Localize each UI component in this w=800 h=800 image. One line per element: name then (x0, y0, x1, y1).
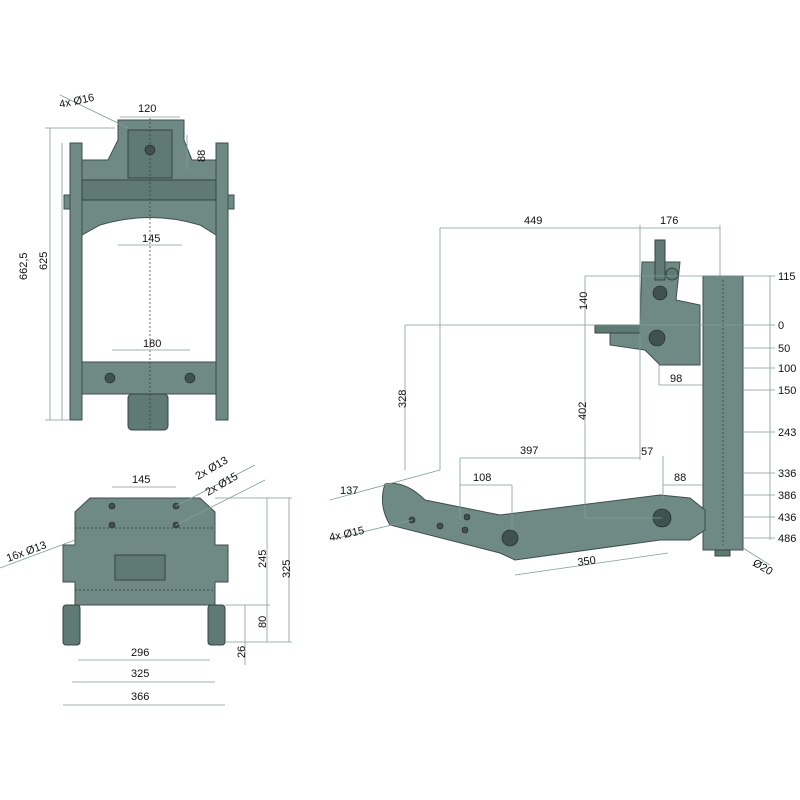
label-total-height: 662,5 (18, 252, 30, 280)
label-tip-height: 137 (340, 485, 358, 497)
center-hitch (114, 554, 166, 581)
scale-label: 243 (778, 427, 796, 439)
scale-label: 486 (778, 533, 796, 545)
label-reach: 449 (524, 215, 542, 227)
scale-label: 150 (778, 385, 796, 397)
left-post (69, 142, 83, 421)
bottom-view: 145 2x Ø13 2x Ø15 16x Ø13 245 325 80 26 … (0, 454, 293, 706)
label-height-top: 88 (196, 150, 208, 162)
scale-label: 436 (778, 512, 796, 524)
label-post-height: 625 (38, 252, 50, 270)
scale-label: 50 (778, 343, 790, 355)
label-leg-offset: 26 (236, 646, 248, 658)
label-bottom-width: 180 (143, 338, 161, 350)
arm (381, 482, 706, 561)
label-height-total: 325 (281, 560, 293, 578)
bottom-bracket (127, 393, 169, 431)
label-offset-88: 88 (674, 472, 686, 484)
scale-label: 115 (778, 271, 796, 283)
label-arm-length: 350 (577, 555, 597, 569)
label-mid-width: 145 (142, 233, 160, 245)
label-offset-57: 57 (641, 446, 653, 458)
scale-label: 100 (778, 363, 796, 375)
right-leg (207, 604, 226, 646)
label-holes-c: 16x Ø13 (5, 539, 48, 565)
base-plate (62, 497, 229, 606)
right-post (215, 142, 229, 421)
top-crossbar (81, 179, 217, 201)
side-view: 449 176 140 402 328 98 397 57 88 108 137… (328, 215, 796, 578)
label-leg-height: 80 (257, 616, 269, 628)
label-drop: 402 (577, 402, 589, 420)
label-pin-diameter: Ø20 (751, 557, 775, 578)
scale-label: 386 (778, 490, 796, 502)
label-width-mid: 325 (131, 668, 149, 680)
scale-label: 336 (778, 468, 796, 480)
label-hole-spacing: 145 (132, 474, 150, 486)
label-holes-top: 4x Ø16 (58, 92, 95, 111)
scale-label: 0 (778, 320, 784, 332)
left-leg (62, 604, 81, 646)
label-tip-width: 108 (473, 472, 491, 484)
label-bracket-height: 140 (578, 292, 590, 310)
label-long-height: 328 (397, 390, 409, 408)
label-arm-reach: 397 (520, 445, 538, 457)
label-bracket-width: 176 (660, 215, 678, 227)
bottom-crossbar (81, 361, 217, 395)
top-lever (654, 239, 666, 281)
label-width-top: 120 (138, 103, 156, 115)
label-offset-98: 98 (670, 373, 682, 385)
label-width-total: 366 (131, 691, 149, 703)
scale-ticks (743, 347, 775, 539)
label-width-inner: 296 (131, 647, 149, 659)
label-tip-holes: 4x Ø15 (328, 525, 365, 544)
front-view: 4x Ø16 120 88 662,5 625 145 180 (18, 92, 235, 431)
label-height-inner: 245 (257, 550, 269, 568)
